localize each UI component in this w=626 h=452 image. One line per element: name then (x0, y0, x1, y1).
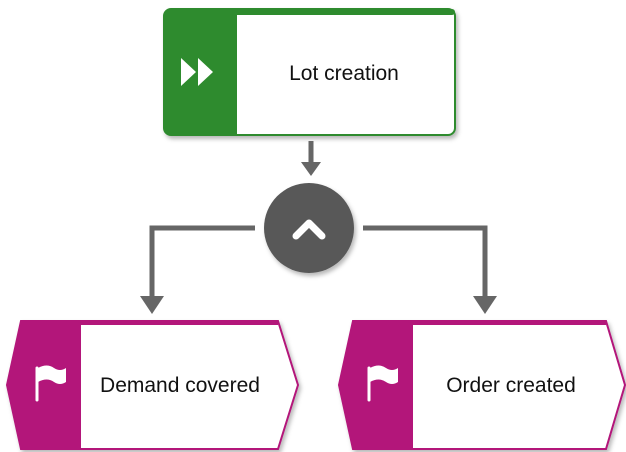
event-label-demand-covered: Demand covered (100, 374, 260, 397)
event-top-band (21, 320, 278, 325)
event-order-created[interactable] (337, 320, 626, 450)
function-top-band (168, 9, 455, 15)
arrow-connector-to-order-created (363, 225, 497, 314)
flag-icon (367, 365, 398, 402)
arrow-function-to-connector (301, 141, 321, 176)
event-label-order-created: Order created (446, 374, 576, 397)
event-demand-covered[interactable] (5, 320, 300, 450)
and-chevron-icon (292, 219, 326, 240)
event-top-band (353, 320, 606, 325)
event-color-band (7, 321, 81, 449)
and-connector[interactable] (264, 183, 354, 273)
function-label: Lot creation (289, 62, 399, 85)
arrow-connector-to-demand-covered (140, 225, 255, 314)
event-color-band (339, 321, 413, 449)
fast-forward-icon (181, 58, 213, 86)
connector-circle (264, 183, 354, 273)
flag-icon (35, 365, 66, 402)
